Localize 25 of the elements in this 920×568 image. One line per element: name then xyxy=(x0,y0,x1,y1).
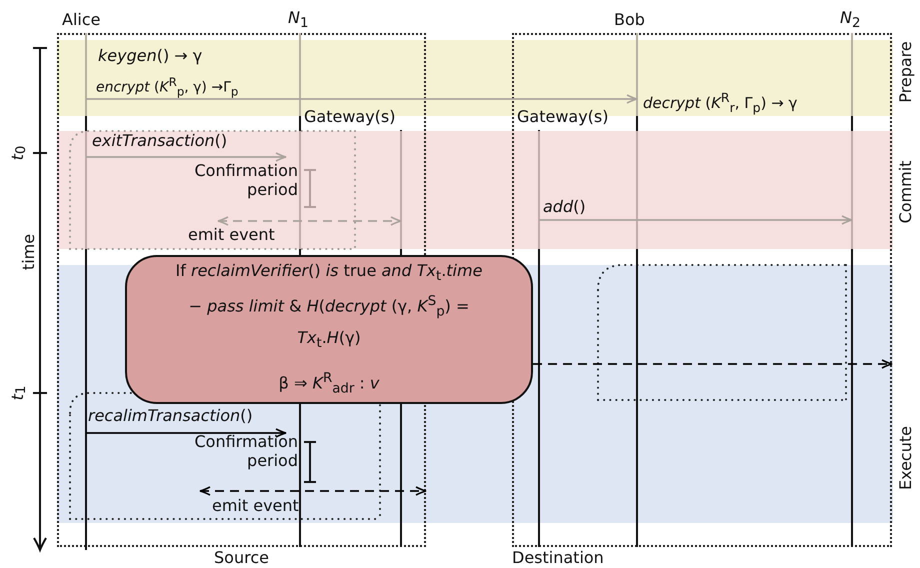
lifeline-label: Bob xyxy=(614,10,645,30)
region-label: Destination xyxy=(512,548,604,568)
formula-label: encrypt (K$^{R}$$_{p}$, γ) →Γ$_{p}$ xyxy=(96,74,238,100)
condition-box xyxy=(125,255,533,404)
lifeline-label: Gateway(s) xyxy=(517,107,608,127)
period-label: Confirmation period xyxy=(194,432,298,470)
lifeline-label: N$_{2}$ xyxy=(840,8,860,34)
edge-label: emit event xyxy=(212,496,299,516)
formula-label: keygen() → γ xyxy=(98,45,202,67)
lifeline-label: Gateway(s) xyxy=(304,107,396,127)
period-label: Confirmation period xyxy=(194,161,298,199)
axis-label: Execute xyxy=(896,426,916,490)
axis-label: Commit xyxy=(896,160,916,224)
axis-label: time xyxy=(19,234,39,270)
edge-label: add() xyxy=(543,197,586,217)
axis-label: Prepare xyxy=(896,41,916,103)
condition-text: β ⇒ K$^{R}$$_{adr}$ : v xyxy=(278,370,380,398)
region-label: Source xyxy=(214,548,269,568)
lifeline-label: N$_{1}$ xyxy=(288,8,308,34)
edge-label: recalimTransaction() xyxy=(88,406,253,426)
edge-label: exitTransaction() xyxy=(92,131,228,151)
condition-text: If reclaimVerifier() is true and Tx$_{t}$.time − pass limit & H(decrypt (γ, K$^{S}$$_{p}$) = Tx$_{t}$.H(γ) xyxy=(174,260,484,353)
formula-label: decrypt (K$^{R}$$_{r}$, Γ$_{p}$) → γ xyxy=(643,89,798,117)
lifeline-label: Alice xyxy=(62,10,100,30)
edge-label: emit event xyxy=(188,225,275,245)
